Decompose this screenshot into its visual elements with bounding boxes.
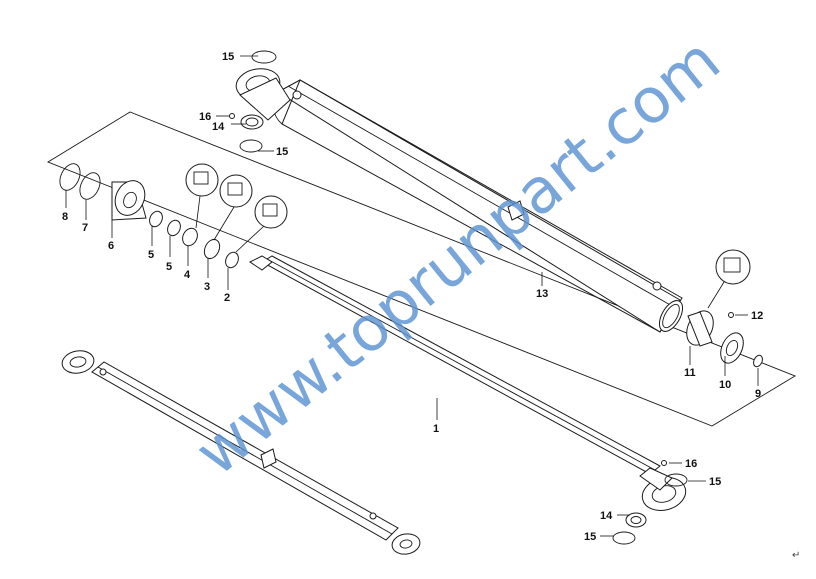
seal-5b (167, 219, 181, 237)
grease-nipple-rod (661, 460, 667, 466)
label-3: 3 (204, 281, 210, 293)
label-13: 13 (536, 288, 548, 300)
label-2: 2 (224, 292, 230, 304)
label-1: 1 (433, 423, 439, 435)
wiper-ring-8 (59, 163, 81, 191)
label-14-top: 14 (212, 121, 225, 133)
label-11: 11 (684, 367, 696, 379)
label-7: 7 (82, 222, 88, 234)
nut-9 (753, 354, 763, 368)
label-16-rod: 16 (685, 458, 697, 470)
exploded-view-frame (46, 111, 797, 427)
bushing-rod (625, 512, 647, 528)
label-10: 10 (719, 379, 731, 391)
snap-ring-rod-lower (612, 531, 636, 545)
seal-5a (149, 210, 163, 228)
label-6: 6 (108, 240, 114, 252)
piston-10 (720, 332, 744, 364)
seal-4 (182, 227, 198, 247)
detail-callouts (185, 163, 751, 309)
label-14-rod: 14 (600, 510, 613, 522)
label-16-top: 16 (199, 111, 211, 123)
label-12: 12 (751, 310, 763, 322)
bushing-top (240, 114, 264, 130)
label-15-rod: 15 (709, 476, 721, 488)
gland-6 (111, 180, 147, 221)
label-15-top-lower: 15 (276, 146, 288, 158)
seal-2 (225, 251, 239, 269)
barrel-tube (273, 79, 684, 333)
seal-3 (203, 238, 221, 260)
leader-lines (65, 55, 759, 537)
set-screw-12 (728, 312, 734, 318)
label-15-top: 15 (222, 51, 234, 63)
barrel-eye-end (235, 68, 291, 121)
label-8: 8 (62, 211, 68, 223)
label-5b: 5 (148, 249, 154, 261)
piston-rod (249, 255, 661, 475)
part-labels: 1 2 3 4 5 5 6 7 8 9 10 11 12 13 15 16 14… (62, 51, 763, 543)
label-4: 4 (184, 269, 191, 281)
snap-ring-rod-upper (664, 473, 688, 487)
grease-nipple-top (229, 113, 235, 119)
label-5a: 5 (166, 261, 172, 273)
assembled-cylinder (61, 350, 421, 555)
snap-ring-top-lower (239, 139, 263, 153)
o-ring-7 (79, 172, 101, 200)
snap-ring-top (251, 50, 277, 64)
corner-mark: ↵ (792, 550, 800, 561)
label-15-rod-lower: 15 (584, 531, 596, 543)
label-9: 9 (755, 388, 761, 400)
